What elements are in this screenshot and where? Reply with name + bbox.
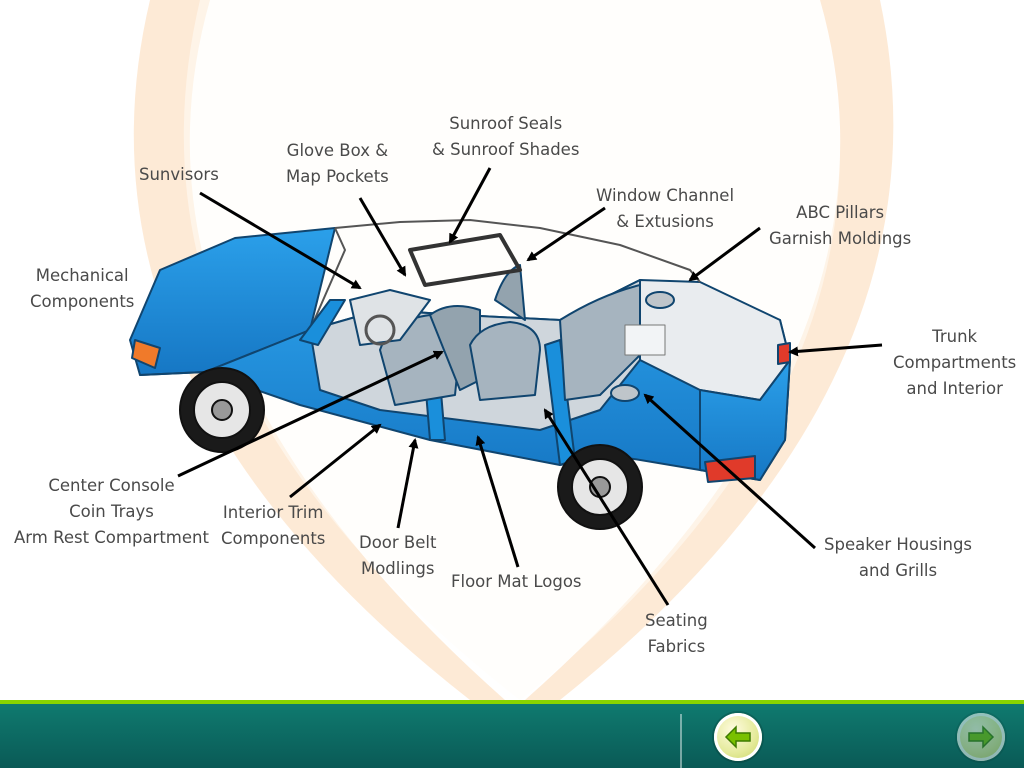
label-speaker: Speaker Housings and Grills xyxy=(824,535,973,580)
arrow-floor-mat xyxy=(475,435,520,568)
label-center-console: Center Console Coin Trays Arm Rest Compa… xyxy=(14,476,209,547)
next-button[interactable] xyxy=(957,713,1005,761)
label-window-channel: Window Channel & Extusions xyxy=(596,186,735,231)
label-abc-pillars: ABC Pillars Garnish Moldings xyxy=(769,203,912,248)
label-floor-mat: Floor Mat Logos xyxy=(451,572,582,591)
arrow-seating xyxy=(543,408,670,606)
front-wheel xyxy=(179,367,265,453)
arrow-trunk xyxy=(788,343,883,357)
bar-divider xyxy=(680,714,682,768)
label-sunvisors: Sunvisors xyxy=(139,165,219,184)
arrow-interior-trim xyxy=(289,423,382,499)
label-trunk: Trunk Compartments and Interior xyxy=(893,327,1017,398)
arrow-speaker xyxy=(643,393,817,550)
arrow-center-console xyxy=(177,350,444,478)
rear-wheel xyxy=(557,444,643,530)
label-seating: Seating Fabrics xyxy=(645,611,708,656)
arrow-door-belt xyxy=(396,438,419,529)
arrow-glove-box xyxy=(358,197,407,277)
car-body xyxy=(129,219,791,483)
label-door-belt: Door Belt Modlings xyxy=(359,533,437,578)
back-button[interactable] xyxy=(714,713,762,761)
arrow-sunvisors xyxy=(199,191,362,290)
car-cutaway-illustration xyxy=(129,167,883,606)
label-interior-trim: Interior Trim Components xyxy=(221,503,326,548)
next-arrow-icon xyxy=(968,725,995,749)
label-mechanical: Mechanical Components xyxy=(30,266,135,311)
arrow-abc-pillars xyxy=(688,226,761,282)
label-sunroof: Sunroof Seals & Sunroof Shades xyxy=(432,114,580,159)
back-arrow-icon xyxy=(724,725,751,749)
navigation-bar xyxy=(0,700,1024,768)
arrow-sunroof xyxy=(448,167,492,244)
arrow-window-channel xyxy=(526,206,606,262)
label-glove-box: Glove Box & Map Pockets xyxy=(286,141,389,186)
